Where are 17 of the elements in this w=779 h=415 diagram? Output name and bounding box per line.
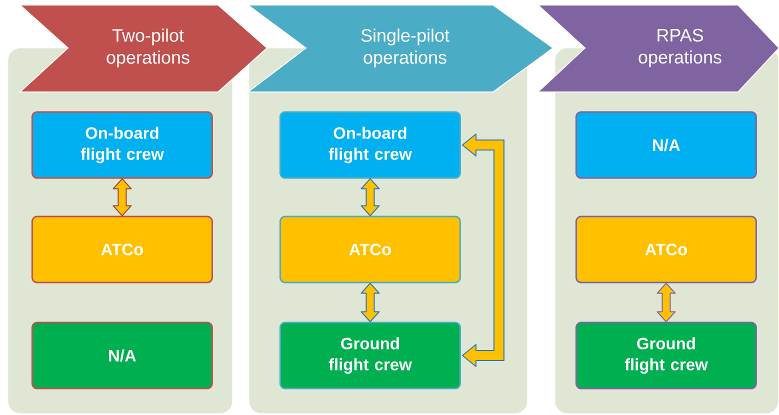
role-box: ATCo: [279, 216, 461, 284]
double-arrow: [360, 282, 380, 322]
role-box: N/A: [31, 322, 213, 390]
double-arrow: [112, 178, 132, 216]
role-box: N/A: [575, 111, 757, 179]
role-box: On-board flight crew: [31, 111, 213, 179]
role-box: On-board flight crew: [279, 111, 461, 179]
double-arrow: [360, 178, 380, 216]
bracket-arrow: [462, 134, 504, 367]
chevron-header: Single-pilot operations: [246, 4, 554, 92]
role-box: Ground flight crew: [279, 322, 461, 390]
chevron-header: Two-pilot operations: [18, 4, 268, 92]
role-box: ATCo: [575, 216, 757, 284]
chevron-header: RPAS operations: [536, 4, 779, 92]
role-box: ATCo: [31, 216, 213, 284]
double-arrow: [656, 282, 676, 322]
role-box: Ground flight crew: [575, 322, 757, 390]
